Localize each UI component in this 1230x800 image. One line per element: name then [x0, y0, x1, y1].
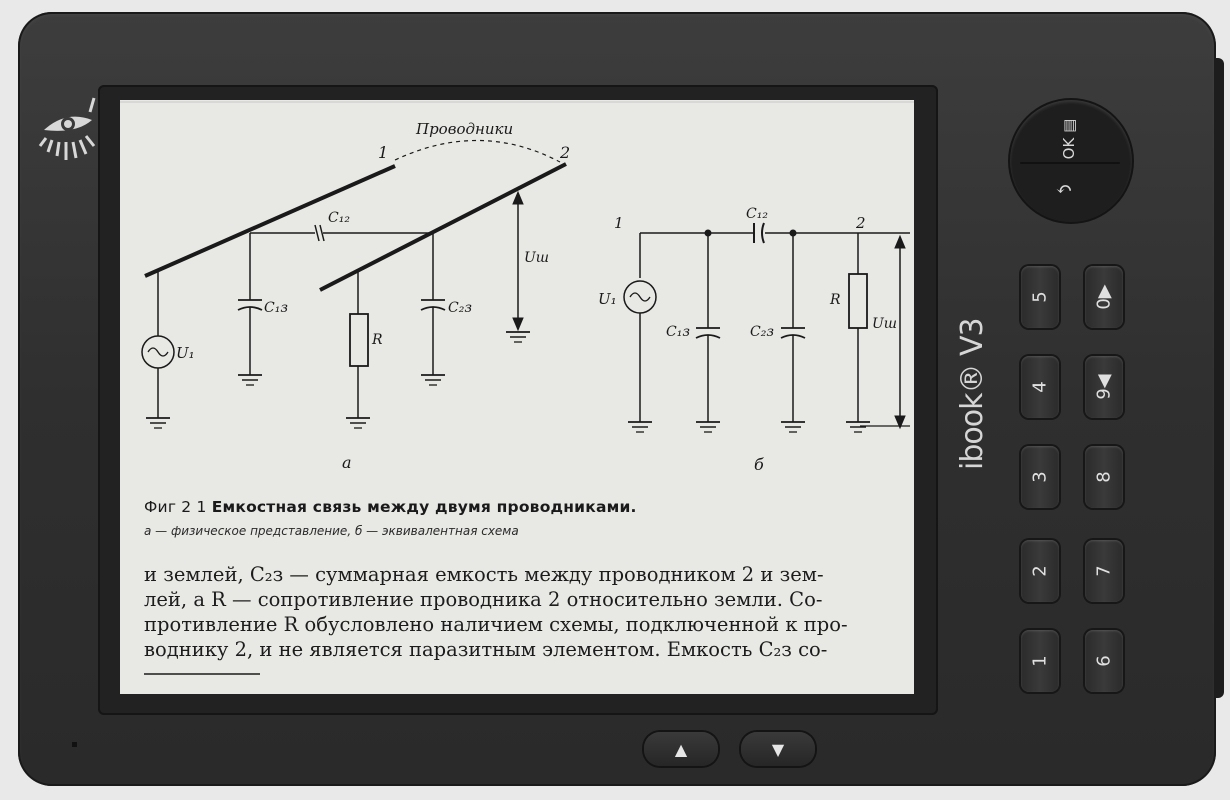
page-up-button[interactable]: ▲ [644, 732, 718, 766]
label-a: а [342, 453, 352, 472]
label-node-1-b: 1 [614, 214, 624, 232]
ok-back-button[interactable]: OK ▤ ↶ [1010, 100, 1132, 222]
key-9-prev[interactable]: 9◀ [1085, 356, 1123, 418]
key-6-music[interactable]: 6 [1085, 630, 1123, 692]
dpad-divider [1020, 162, 1120, 164]
key-2[interactable]: 2 [1021, 540, 1059, 602]
label-conductors: Проводники [415, 120, 513, 138]
label-c12-b: C₁₂ [746, 206, 768, 222]
text-line-2: лей, а R — сопротивление проводника 2 от… [144, 588, 823, 611]
label-r-a: R [371, 332, 383, 348]
eye-logo-icon [38, 97, 96, 160]
circuit-figure: Проводники 1 2 C₁₂ C₁з C₂з R U₁ Uш а 1 2… [120, 101, 914, 675]
key-7-menu[interactable]: 7 [1085, 540, 1123, 602]
text-line-3: противление R обусловлено наличием схемы… [144, 613, 848, 636]
label-c13-a: C₁з [264, 300, 288, 316]
page-down-button[interactable]: ▼ [741, 732, 815, 766]
ok-button[interactable]: OK ▤ [1060, 118, 1078, 160]
key-5[interactable]: 5 [1021, 266, 1059, 328]
key-8-search[interactable]: 8 [1085, 446, 1123, 508]
brand-logo: ibook® V3 [955, 318, 990, 470]
figure-title: Емкостная связь между двумя проводниками… [211, 498, 637, 516]
key-1[interactable]: 1 [1021, 630, 1059, 692]
key-4[interactable]: 4 [1021, 356, 1059, 418]
page-body-text: и землей, C₂з — суммарная емкость между … [144, 562, 914, 662]
text-line-1: и землей, C₂з — суммарная емкость между … [144, 563, 824, 586]
arrow-up-icon: ▲ [674, 739, 688, 759]
figure-number: Фиг 2 1 [144, 498, 207, 516]
label-node-2-b: 2 [855, 214, 866, 232]
label-ush-a: Uш [524, 250, 549, 266]
label-c23-b: C₂з [750, 324, 774, 340]
figure-subcaption: а — физическое представление, б — эквива… [144, 524, 519, 538]
label-u1-a: U₁ [176, 344, 195, 362]
label-c23-a: C₂з [448, 300, 472, 316]
return-arrow-icon[interactable]: ↶ [1055, 177, 1073, 201]
label-conductor-2: 2 [559, 143, 570, 162]
text-line-4: воднику 2, и не является паразитным элем… [144, 638, 828, 661]
label-c13-b: C₁з [666, 324, 690, 340]
label-conductor-1: 1 [378, 143, 388, 162]
label-ush-b: Uш [872, 316, 897, 332]
key-3[interactable]: 3 [1021, 446, 1059, 508]
label-u1-b: U₁ [598, 290, 617, 308]
label-c12-a: C₁₂ [328, 210, 350, 226]
label-b: б [754, 455, 764, 474]
status-led [72, 742, 77, 747]
reader-screen[interactable]: Проводники 1 2 C₁₂ C₁з C₂з R U₁ Uш а 1 2… [120, 100, 914, 694]
label-r-b: R [829, 292, 841, 308]
arrow-down-icon: ▼ [771, 739, 785, 759]
figure-caption: Фиг 2 1 Емкостная связь между двумя пров… [144, 498, 637, 516]
side-edge [1214, 58, 1224, 698]
key-0-next[interactable]: 0▶ [1085, 266, 1123, 328]
